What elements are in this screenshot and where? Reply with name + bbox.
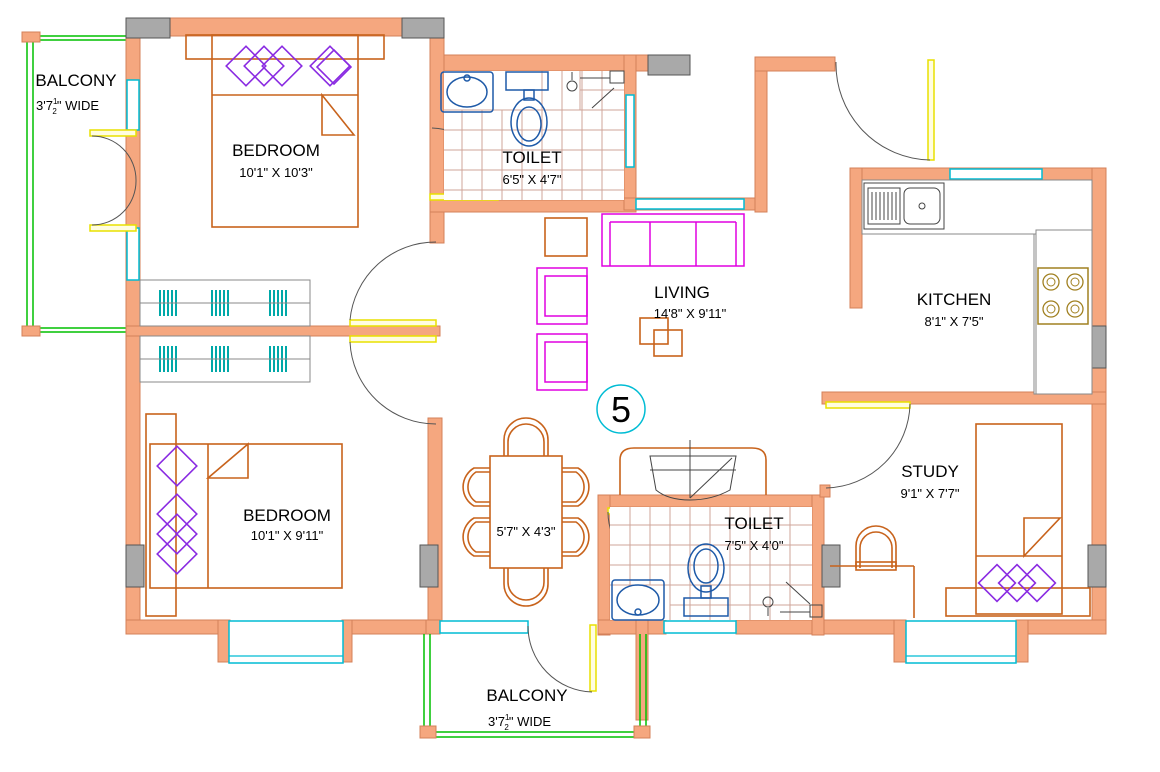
living-dim: 14'8" X 9'11": [654, 306, 727, 321]
sofa-3-seater: [601, 213, 745, 267]
bedroom-bottom-dim: 10'1" X 9'11": [251, 528, 324, 543]
gas-stove: [1037, 267, 1089, 325]
kitchen-sink: [863, 182, 945, 230]
living-name: LIVING: [654, 283, 710, 302]
study-bed: [945, 423, 1091, 617]
shower-top: [566, 70, 625, 109]
study-name: STUDY: [901, 462, 959, 481]
toilet-top-name: TOILET: [502, 148, 561, 167]
toilet-top-dim: 6'5" X 4'7": [502, 172, 561, 187]
study-dim: 9'1" X 7'7": [900, 486, 959, 501]
balcony-bottom-dim-den: 2: [504, 723, 509, 732]
windows: [126, 79, 1043, 664]
balcony-left-dim-main: 3'7: [36, 98, 53, 113]
balcony-bottom-dim-main: 3'7: [488, 714, 505, 729]
balcony-bottom-name: BALCONY: [486, 686, 567, 705]
bedroom-top-name: BEDROOM: [232, 141, 320, 160]
kitchen-dim: 8'1" X 7'5": [924, 314, 983, 329]
study-desk: [830, 565, 915, 618]
dining-table-set: [462, 417, 590, 607]
balcony-bottom-dim-rest: " WIDE: [509, 714, 551, 729]
commode-top: [505, 71, 549, 147]
wardrobe-lower: [139, 335, 311, 383]
armchair-lower: [536, 333, 588, 391]
toilet-bottom-tiles: [610, 507, 812, 620]
coffee-table: [639, 317, 683, 357]
washbasin-top: [440, 71, 494, 113]
shower-bottom: [762, 581, 823, 618]
balcony-left-dim-den: 2: [52, 107, 57, 116]
balcony-bottom-railing: [419, 634, 651, 739]
toilet-bottom-name: TOILET: [724, 514, 783, 533]
kitchen-name: KITCHEN: [917, 290, 992, 309]
wash-counter: [619, 440, 767, 501]
commode-bottom: [683, 543, 729, 617]
armchair-upper: [536, 267, 588, 325]
bed-top: [185, 34, 385, 228]
balcony-left-name: BALCONY: [35, 71, 116, 90]
bedroom-bottom-name: BEDROOM: [243, 506, 331, 525]
pillars: [125, 17, 1107, 588]
unit-number-marker: 5: [596, 384, 646, 434]
balcony-left-dim-num: 1: [53, 97, 58, 106]
dining-dim: 5'7" X 4'3": [496, 524, 555, 539]
balcony-left-railing: [21, 31, 128, 337]
side-table: [544, 217, 588, 257]
washbasin-bottom: [611, 579, 665, 621]
balcony-bottom-dim-num: 1: [505, 713, 510, 722]
balcony-left-dim-rest: " WIDE: [57, 98, 99, 113]
toilet-bottom-dim: 7'5" X 4'0": [724, 538, 783, 553]
study-chair: [855, 525, 897, 571]
bed-bottom: [145, 413, 343, 617]
unit-number: 5: [611, 389, 631, 430]
bedroom-top-dim: 10'1" X 10'3": [239, 165, 313, 180]
wardrobe-upper: [139, 279, 311, 327]
